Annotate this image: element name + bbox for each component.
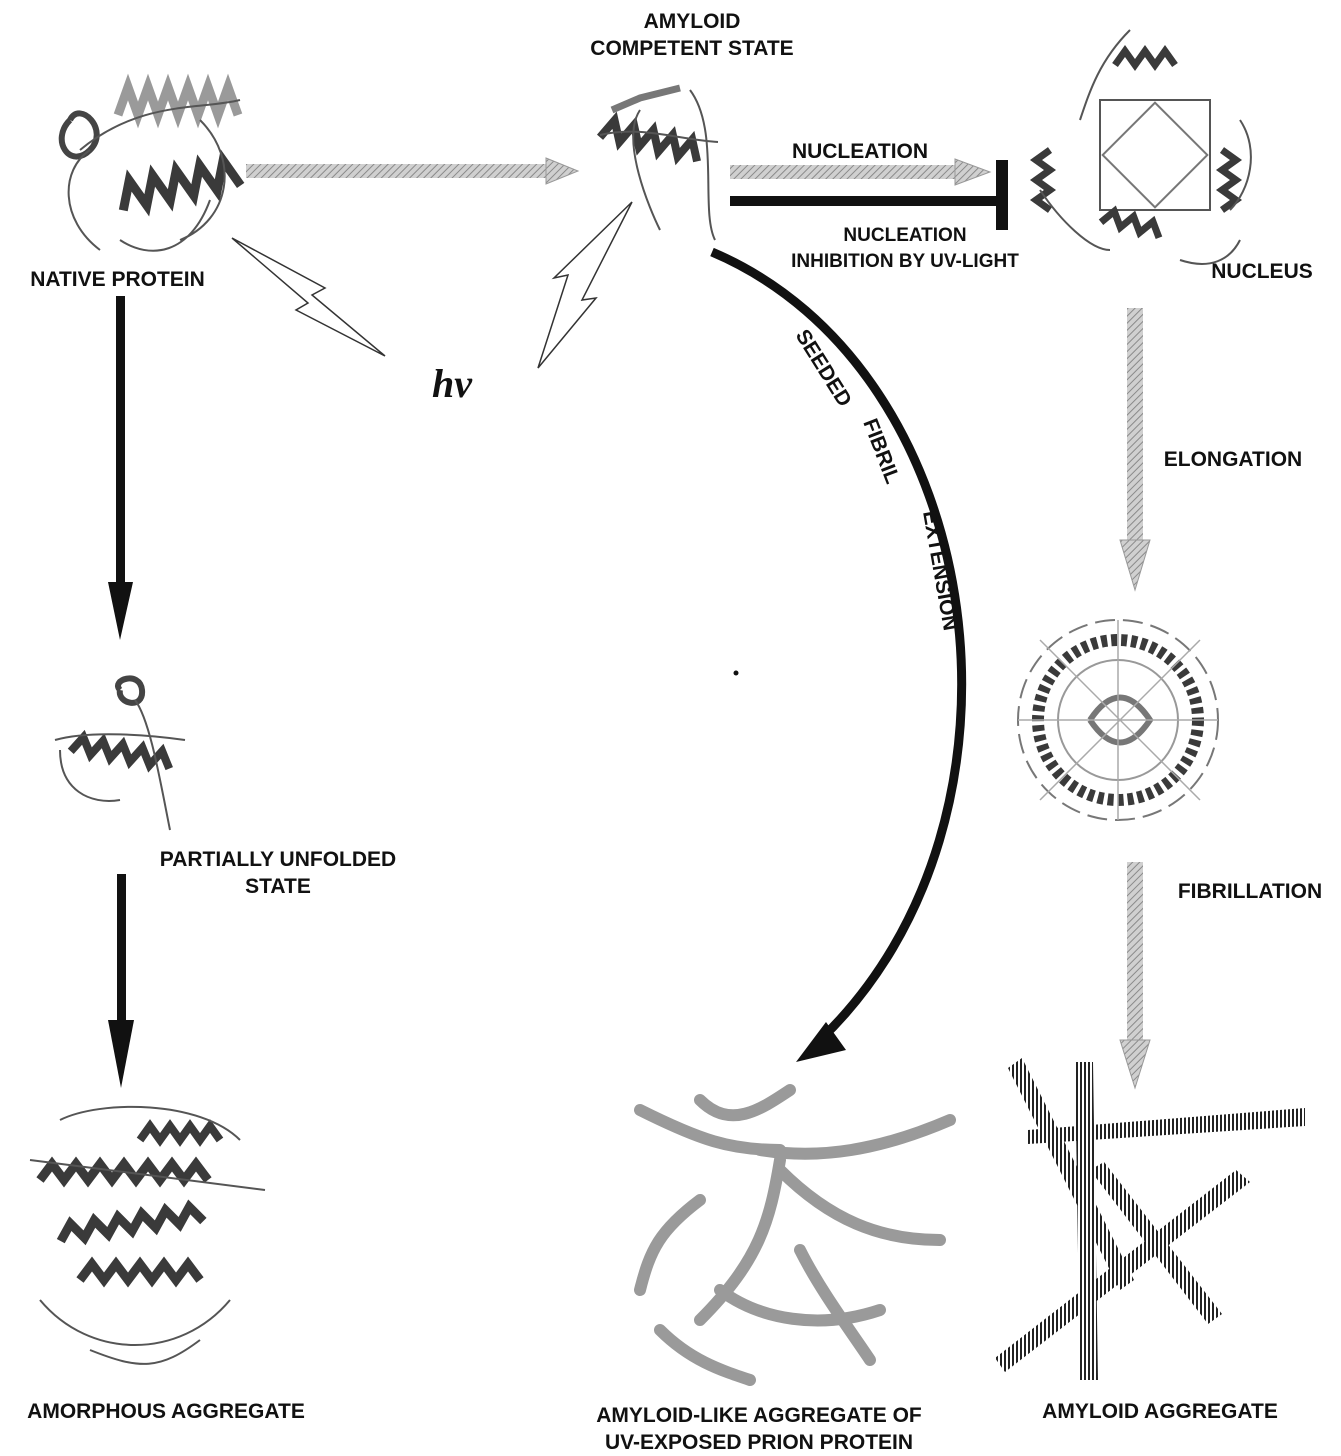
nucleus-structure bbox=[1036, 30, 1251, 264]
nucleation-inhibition-line2: INHIBITION BY UV-LIGHT bbox=[770, 249, 1040, 275]
amyloid-like-line2: UV-EXPOSED PRION PROTEIN bbox=[568, 1429, 950, 1456]
center-dot bbox=[734, 671, 739, 676]
native-protein-label: NATIVE PROTEIN bbox=[10, 266, 225, 293]
native-protein-structure bbox=[62, 87, 241, 251]
lightning-bolt-right bbox=[538, 202, 632, 368]
arrow-native-to-competent bbox=[246, 158, 578, 184]
nucleation-label: NUCLEATION bbox=[770, 138, 950, 165]
seeded-fibril-extension-text: SEEDED FIBRIL EXTENSION bbox=[791, 325, 962, 632]
amyloid-aggregate-structure bbox=[995, 1058, 1305, 1380]
extension-word: EXTENSION bbox=[918, 509, 962, 633]
arrow-fibrillation bbox=[1120, 862, 1150, 1088]
arrow-native-to-partial bbox=[108, 296, 133, 640]
amyloid-aggregate-label: AMYLOID AGGREGATE bbox=[1010, 1398, 1310, 1425]
arrow-elongation bbox=[1120, 308, 1150, 590]
hv-label: hν bbox=[432, 360, 472, 407]
amyloid-like-aggregate-label: AMYLOID-LIKE AGGREGATE OF UV-EXPOSED PRI… bbox=[568, 1402, 950, 1456]
arrow-partial-to-amorphous bbox=[108, 874, 134, 1088]
partially-unfolded-structure bbox=[55, 678, 185, 830]
amorphous-aggregate-label: AMORPHOUS AGGREGATE bbox=[0, 1398, 332, 1425]
nucleation-inhibition-line1: NUCLEATION bbox=[770, 223, 1040, 249]
fibrillation-label: FIBRILLATION bbox=[1160, 878, 1340, 905]
partially-unfolded-label: PARTIALLY UNFOLDED STATE bbox=[140, 846, 416, 900]
amorphous-aggregate-structure bbox=[30, 1107, 265, 1364]
lightning-bolt-left bbox=[232, 238, 385, 356]
amyloid-competent-line2: COMPETENT STATE bbox=[562, 35, 822, 62]
elongation-label: ELONGATION bbox=[1148, 446, 1318, 473]
amyloid-competent-line1: AMYLOID bbox=[562, 8, 822, 35]
amyloid-like-aggregate-structure bbox=[640, 1090, 950, 1380]
partially-unfolded-line2: STATE bbox=[140, 873, 416, 900]
elongated-assembly-structure bbox=[1018, 620, 1218, 820]
amyloid-competent-label: AMYLOID COMPETENT STATE bbox=[562, 8, 822, 62]
nucleus-label: NUCLEUS bbox=[1192, 258, 1332, 285]
nucleation-inhibition-label: NUCLEATION INHIBITION BY UV-LIGHT bbox=[770, 223, 1040, 275]
amyloid-like-line1: AMYLOID-LIKE AGGREGATE OF bbox=[568, 1402, 950, 1429]
seeded-word: SEEDED bbox=[791, 325, 856, 410]
partially-unfolded-line1: PARTIALLY UNFOLDED bbox=[140, 846, 416, 873]
